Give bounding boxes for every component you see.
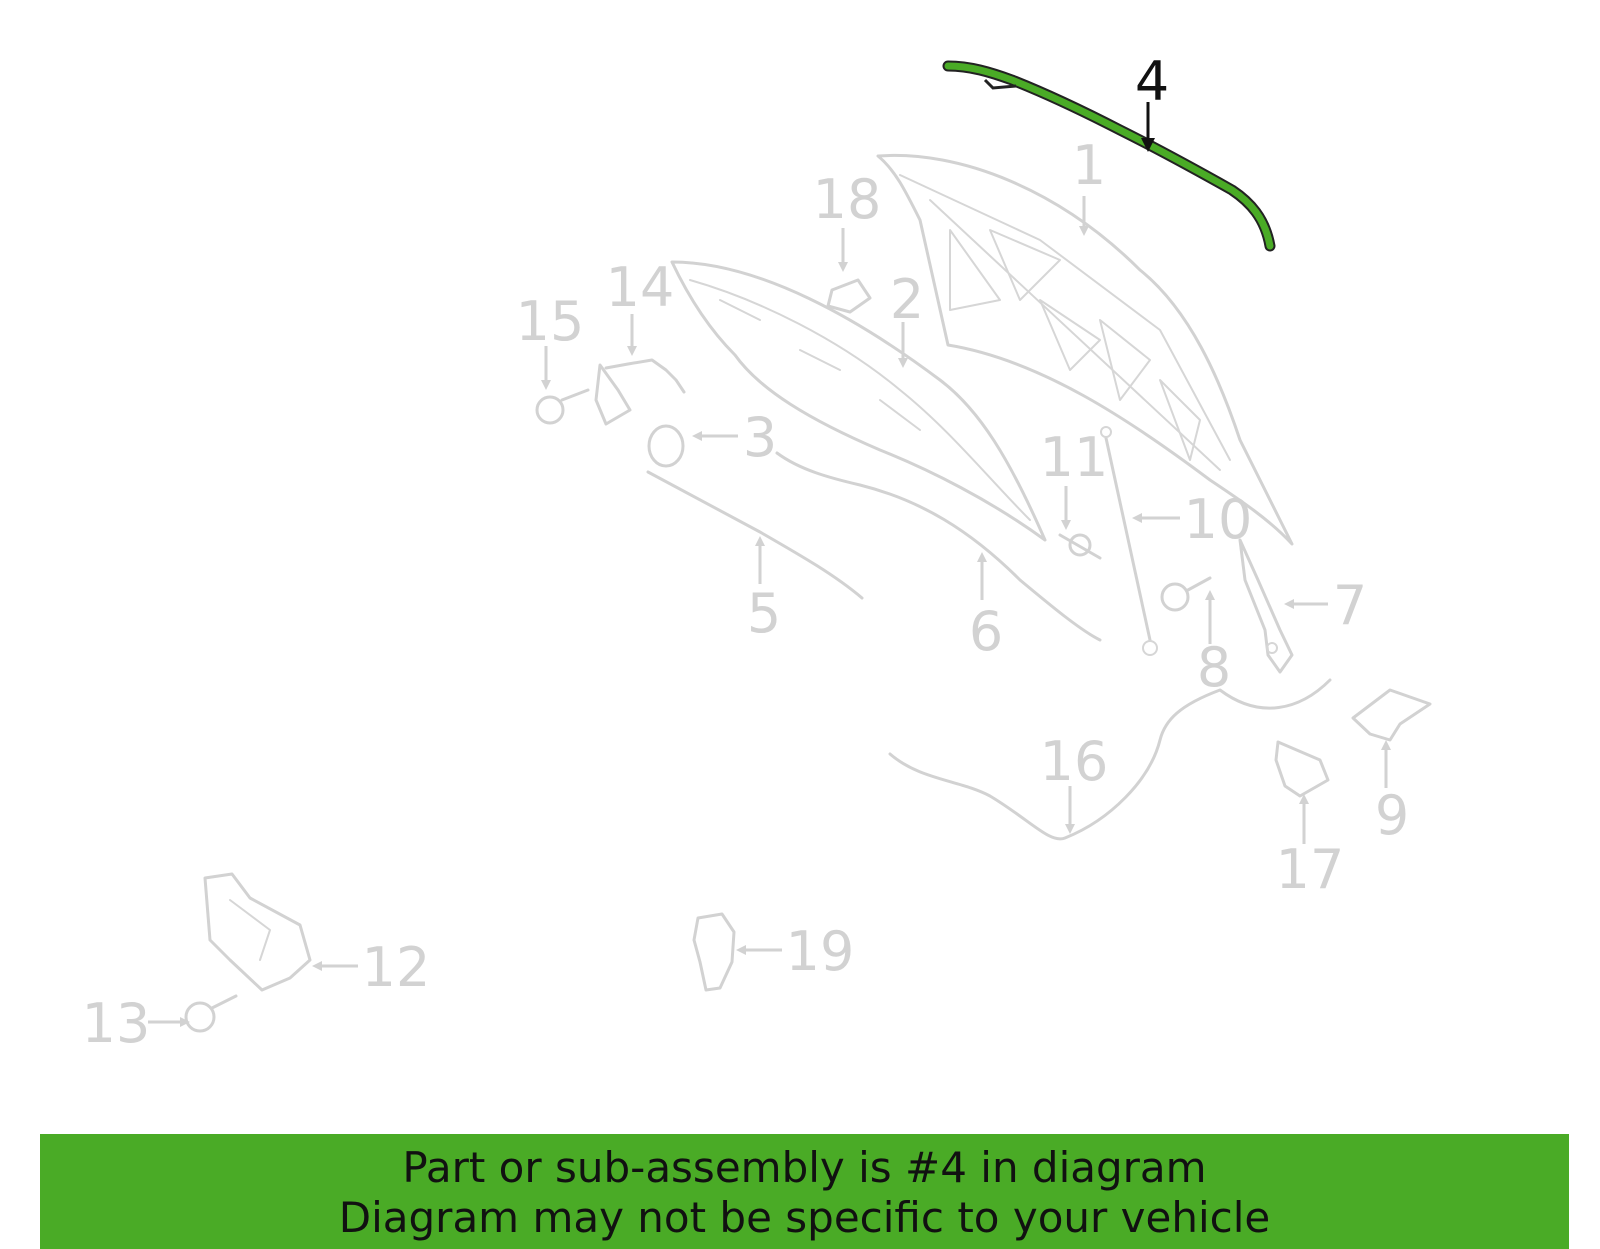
callout-arrows: [148, 102, 1391, 1027]
part-16-cable[interactable]: [888, 678, 1332, 841]
part-1-hood[interactable]: [876, 153, 1294, 546]
part-4-weatherstrip[interactable]: [942, 60, 1276, 252]
callout-19[interactable]: 19: [786, 920, 855, 983]
part-9-bracket[interactable]: [1351, 688, 1432, 742]
part-8-bolt[interactable]: [1160, 576, 1212, 612]
callout-17[interactable]: 17: [1276, 838, 1345, 901]
part-12-latch[interactable]: [203, 872, 312, 992]
part-5-seal[interactable]: [646, 470, 864, 600]
callout-18[interactable]: 18: [813, 168, 882, 231]
callout-3[interactable]: 3: [743, 406, 777, 469]
callout-4[interactable]: 4: [1135, 50, 1169, 113]
part-14-harness[interactable]: [594, 358, 686, 426]
callout-5[interactable]: 5: [747, 582, 781, 645]
callout-labels: 4 1 18 2 14 15 3 11 10 5 6 7 8 16 9 17 1…: [82, 50, 1410, 1055]
part-6-seal[interactable]: [775, 451, 1102, 642]
part-17-latch[interactable]: [1274, 740, 1330, 798]
info-banner: Part or sub-assembly is #4 in diagram Di…: [40, 1134, 1569, 1249]
part-7-hinge[interactable]: [1238, 538, 1294, 674]
callout-15[interactable]: 15: [516, 290, 585, 353]
part-13-bolt[interactable]: [184, 994, 238, 1033]
part-2-insulator[interactable]: [670, 260, 1047, 542]
part-10-strut[interactable]: [1100, 426, 1158, 656]
part-3-plug[interactable]: [647, 424, 685, 468]
part-11-stud[interactable]: [1058, 533, 1102, 560]
callout-16[interactable]: 16: [1040, 730, 1109, 793]
callout-14[interactable]: 14: [606, 256, 675, 319]
callout-10[interactable]: 10: [1184, 488, 1253, 551]
callout-12[interactable]: 12: [362, 936, 431, 999]
part-15-bolt[interactable]: [535, 388, 590, 425]
callout-1[interactable]: 1: [1072, 134, 1106, 197]
part-18-bumper[interactable]: [826, 278, 872, 314]
banner-line-2: Diagram may not be specific to your vehi…: [338, 1193, 1271, 1242]
part-19-clip[interactable]: [692, 912, 736, 992]
callout-8[interactable]: 8: [1197, 636, 1231, 699]
banner-line-1: Part or sub-assembly is #4 in diagram: [402, 1143, 1207, 1192]
callout-11[interactable]: 11: [1040, 426, 1109, 489]
callout-2[interactable]: 2: [890, 268, 924, 331]
callout-9[interactable]: 9: [1375, 784, 1409, 847]
callout-6[interactable]: 6: [969, 600, 1003, 663]
callout-13[interactable]: 13: [82, 992, 151, 1055]
callout-7[interactable]: 7: [1333, 574, 1367, 637]
